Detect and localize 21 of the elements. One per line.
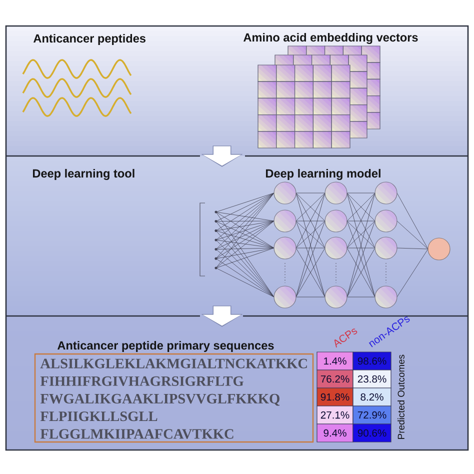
heading: Deep learning tool xyxy=(32,168,134,180)
heatmap-cell: 76.2% xyxy=(316,370,354,388)
heatmap-cell: 90.6% xyxy=(352,424,392,442)
heatmap-cell: 98.6% xyxy=(352,352,392,370)
peptide-sequence: ALSILKGLEKLAKMGIALTNCKATKKC xyxy=(40,358,307,368)
peptide-sequence: FIHHIFRGIVHAGRSIGRFLTG xyxy=(40,376,244,386)
heatmap-cell: 27.1% xyxy=(316,406,354,424)
heatmap-cell: 23.8% xyxy=(352,370,392,388)
heading: Deep learning model xyxy=(266,168,380,180)
peptide-sequence: FWGALIKGAAKLIPSVVGLFKKKQ xyxy=(40,394,280,406)
heatmap-cell: 8.2% xyxy=(352,388,392,406)
heading: Anticancer peptides xyxy=(34,34,146,45)
peptide-sequence: FLPIIGKLLSGLL xyxy=(40,412,158,422)
heatmap-cell: 72.9% xyxy=(352,406,392,424)
peptide-sequence: FLGGLMKIIPAAFCAVTKKC xyxy=(40,429,234,439)
heading: Anticancer peptide primary sequences xyxy=(58,340,274,352)
heatmap-cell: 9.4% xyxy=(316,424,354,442)
heatmap-cell: 91.8% xyxy=(316,388,354,406)
heading: Amino acid embedding vectors xyxy=(244,32,418,44)
heatmap-cell: 1.4% xyxy=(316,352,354,370)
side-label: Predicted Outcomes xyxy=(398,354,404,439)
